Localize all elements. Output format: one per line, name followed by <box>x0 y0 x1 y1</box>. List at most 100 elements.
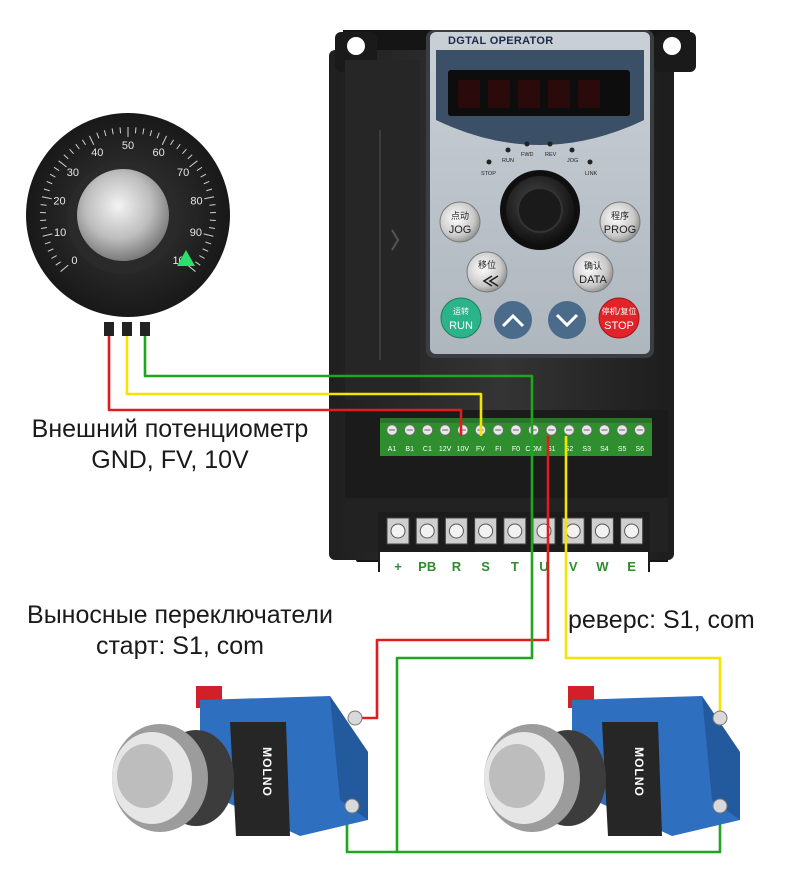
control-terminal-label-s6: S6 <box>636 446 645 453</box>
power-terminal-screw-icon <box>508 524 522 538</box>
down-key[interactable] <box>548 301 586 339</box>
stop-key-label: STOP <box>604 320 634 332</box>
potentiometer-caption-line1: Внешний потенциометр <box>14 414 326 445</box>
prog-key-label: PROG <box>604 224 636 236</box>
power-terminal-screw-icon <box>566 524 580 538</box>
led-run-icon <box>506 148 511 153</box>
control-terminal-label-s5: S5 <box>618 446 627 453</box>
switch2-button[interactable] <box>489 744 545 808</box>
switch1-body <box>230 722 290 836</box>
stop-key[interactable]: 停机/复位 STOP <box>599 298 639 338</box>
control-terminal-label-f0: F0 <box>512 446 520 453</box>
power-terminal-screws <box>387 518 643 544</box>
data-key[interactable]: 确认 DATA <box>573 252 613 292</box>
potentiometer[interactable]: 0102030405060708090100 <box>26 113 230 336</box>
power-terminal-screw-icon <box>391 524 405 538</box>
control-terminal-label-fi: FI <box>495 446 501 453</box>
data-key-label: DATA <box>579 274 607 286</box>
power-terminal-screw-icon <box>625 524 639 538</box>
dial-tick <box>209 205 215 206</box>
data-key-cn: 确认 <box>584 260 602 272</box>
control-terminal-label-s4: S4 <box>600 446 609 453</box>
prog-key[interactable]: 程序 PROG <box>600 202 640 242</box>
dial-scale-label: 80 <box>190 195 202 207</box>
jog-key-label: JOG <box>449 224 472 236</box>
switch2-brand: MOLNO <box>632 747 646 797</box>
dial-tick <box>135 127 136 133</box>
dial-scale-label: 90 <box>190 227 202 239</box>
dial-scale-label: 40 <box>91 147 103 159</box>
reverse-switch[interactable]: MOLNO <box>484 686 740 836</box>
switch2-screw-icon <box>713 799 727 813</box>
mounting-hole-icon <box>347 37 365 55</box>
power-terminal-label-plus: + <box>394 559 402 574</box>
start-caption: Выносные переключатели старт: S1, com <box>8 600 352 662</box>
led-rev-icon <box>548 142 553 147</box>
dial-scale-label: 70 <box>177 167 189 179</box>
potentiometer-knob[interactable] <box>77 169 169 261</box>
power-terminal-label-e: E <box>627 559 636 574</box>
dial-scale-label: 20 <box>53 195 65 207</box>
led-fwd-icon <box>525 142 530 147</box>
led-link-icon <box>588 160 593 165</box>
switch1-button[interactable] <box>117 744 173 808</box>
switch1-brand: MOLNO <box>260 747 274 797</box>
switch2-screw-icon <box>713 711 727 725</box>
power-terminal-label-v: V <box>569 559 578 574</box>
start-caption-line1: Выносные переключатели <box>8 600 352 631</box>
control-terminal-screws <box>387 425 645 435</box>
led-label-run: RUN <box>502 158 514 164</box>
led-label-link: LINK <box>585 171 598 177</box>
stop-key-cn: 停机/复位 <box>602 306 637 316</box>
run-key[interactable]: 运转 RUN <box>441 298 481 338</box>
potentiometer-caption-line2: GND, FV, 10V <box>14 445 326 476</box>
control-terminal-label-s3: S3 <box>582 446 591 453</box>
jog-key[interactable]: 点动 JOG <box>440 202 480 242</box>
start-switch[interactable]: MOLNO <box>112 686 368 836</box>
dial-scale-label: 50 <box>122 140 134 152</box>
led-stop-icon <box>487 160 492 165</box>
control-terminal-label-fv: FV <box>476 446 485 453</box>
power-terminal-screw-icon <box>449 524 463 538</box>
control-terminal-label-a1: A1 <box>388 446 397 453</box>
power-terminal-screw-icon <box>595 524 609 538</box>
power-terminal-label-r: R <box>452 559 462 574</box>
reverse-caption: реверс: S1, com <box>568 605 755 636</box>
operator-panel: DGTAL OPERATOR RUN FWD REV JOG STOP LINK <box>426 30 654 358</box>
dial-tick <box>41 205 47 206</box>
run-key-cn: 运转 <box>453 306 469 316</box>
prog-key-cn: 程序 <box>611 210 629 222</box>
dial-scale-label: 30 <box>67 167 79 179</box>
led-label-fwd: FWD <box>521 152 534 158</box>
led-jog-icon <box>570 148 575 153</box>
led-label-jog: JOG <box>567 158 578 164</box>
dial-tick <box>120 127 121 133</box>
operator-knob[interactable] <box>500 170 580 250</box>
control-terminal-label-b1: B1 <box>405 446 414 453</box>
power-terminal-screw-icon <box>479 524 493 538</box>
dial-scale-label: 60 <box>153 147 165 159</box>
power-terminal-screw-icon <box>420 524 434 538</box>
switch1-screw-icon <box>345 799 359 813</box>
mounting-hole-icon <box>663 37 681 55</box>
control-terminal-label-c1: C1 <box>423 446 432 453</box>
control-terminal-label-12v: 12V <box>439 446 452 453</box>
power-terminal-label-w: W <box>596 559 609 574</box>
operator-title: DGTAL OPERATOR <box>448 35 553 47</box>
control-terminal-label-com: COM <box>525 446 542 453</box>
start-caption-line2: старт: S1, com <box>8 631 352 662</box>
jog-key-cn: 点动 <box>451 211 469 222</box>
control-terminal-label-10v: 10V <box>457 446 470 453</box>
run-key-label: RUN <box>449 320 473 332</box>
power-terminal-label-pb: PB <box>418 559 436 574</box>
power-terminal-label-t: T <box>511 559 519 574</box>
shift-key[interactable]: 移位 <box>467 252 507 292</box>
dial-scale-label: 0 <box>71 255 77 267</box>
power-terminal-label-s: S <box>481 559 490 574</box>
up-key[interactable] <box>494 301 532 339</box>
